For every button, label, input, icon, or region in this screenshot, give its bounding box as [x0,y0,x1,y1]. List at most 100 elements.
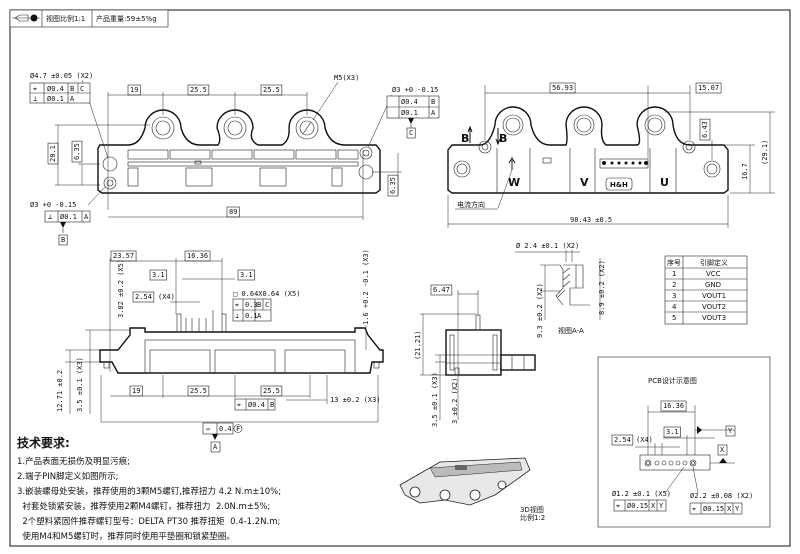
table-cell: 3 [672,292,676,300]
dim-6.47: 6.47 [433,286,450,294]
svg-text:0.4: 0.4 [219,425,232,433]
dim-20.1: 20.1 [49,145,57,162]
dimension-box [237,269,255,281]
table-cell: 4 [672,303,677,311]
svg-text:C: C [265,301,269,309]
svg-text:⌖: ⌖ [616,502,620,510]
dim-2.4: Ø 2.4 ±0.1 (X2) [516,242,579,250]
dimension-box [132,291,155,303]
dim-6.35-left: 6.35 [73,143,81,160]
dimension-box [58,234,68,246]
table-cell: VOUT1 [702,292,726,300]
side-view: 23.57 16.36 3.1 3.1 2.54 (X4) 3.82 ±0.2 … [56,249,384,453]
dimension-box [127,84,141,96]
phase-w-label: W [508,176,520,189]
svg-text:Ø0.1: Ø0.1 [401,109,418,117]
pcb-dim-16.36: 16.36 [663,402,684,410]
svg-text:B: B [270,401,274,409]
svg-text:Y: Y [659,502,664,510]
section-arrows: B B [461,125,507,146]
phase-u-label: U [660,176,669,189]
dimension-box [110,250,137,262]
pcb-dim-2.54: 2.54 [614,436,631,444]
dim-3: 3 ±0.2 (X2) [451,378,459,424]
section-a-a: Ø 2.4 ±0.1 (X2) 9.3 ±0.2 (X2) 8.9 ±0.2 (… [515,242,606,338]
dimension-box [260,84,283,96]
svg-text:F: F [236,425,240,433]
pcb-datum-x: X [720,446,725,454]
dimension-box [699,118,711,141]
hole-3-left-callout: Ø3 +0 -0.15 [30,201,76,209]
svg-text:⊥: ⊥ [48,213,52,221]
datum-c: C [409,129,413,137]
svg-text:Ø0.15: Ø0.15 [703,505,724,513]
scale-label: 视图比例1:1 [46,14,85,23]
svg-text:X: X [651,502,656,510]
dimension-box [184,250,211,262]
dim-12.71: 12.71 ±0.2 [56,370,64,412]
dim-25.5-b: 25.5 [263,86,280,94]
svg-text:C: C [80,85,84,93]
dim-3.82: 3.82 ±0.2 (X5) [117,259,125,318]
current-direction-arrow-icon [508,157,516,170]
svg-text:A: A [70,95,75,103]
pcb-dim-2.54-count: (X4) [636,436,653,444]
pcb-title: PCB设计示意图 [648,376,697,385]
table-header: 引脚定义 [700,258,728,267]
pcb-hole-1.2: Ø1.2 ±0.1 (X5) [612,490,671,498]
section-title: 视图A-A [558,326,584,335]
pin-size-callout: □ 0.64X0.64 (X5) [233,290,300,298]
table-cell: VCC [706,270,721,278]
dimension-box [71,140,83,163]
svg-text:Ø0.1: Ø0.1 [47,95,64,103]
top-right-view: H&H W V U 电流方向 B B 56.93 15.07 98.43 ±0.… [447,82,775,228]
pcb-datum-y: Y [728,427,733,435]
dim-25.5-a: 25.5 [190,387,207,395]
requirement-line: 2.端子PIN脚定义如图所示; [17,471,118,482]
table-cell: GND [705,281,721,289]
3d-view-title: 3D视图 [520,505,544,514]
pcb-hole-2.2: Ø2.2 ±0.08 (X2) [690,492,753,500]
svg-text:⌖: ⌖ [33,85,37,93]
dimension-box [611,434,634,446]
svg-text:A: A [257,312,262,320]
dim-56.93: 56.93 [552,84,573,92]
svg-text:0.3: 0.3 [245,301,258,309]
dim-13: 13 ±0.2 (X3) [330,396,381,404]
dim-1.6: 1.6 +0.2 -0.1 (X3) [362,249,370,325]
dimension-box [695,82,722,94]
dim-19: 19 [132,387,140,395]
sheet-frame [9,9,791,547]
svg-text:Ø0.4: Ø0.4 [248,401,265,409]
brand-logo: H&H [610,181,628,189]
requirement-line: 衬套处锁紧安装，推荐使用2颗M4螺钉，推荐扭力 2.0N.m±5%; [17,501,270,512]
svg-text:⌖: ⌖ [235,301,239,309]
dim-23.57: 23.57 [113,252,134,260]
weight-label: 产品重量:59±5%g [96,14,157,23]
dim-29.1: (29.1) [761,140,769,165]
dim-89: 89 [229,208,237,216]
dimension-box [406,127,416,139]
dimension-box [226,206,240,218]
dim-3.5: 3.5 ±0.1 (X3) [431,372,439,427]
svg-text:▱: ▱ [206,425,211,433]
dimension-box [660,400,687,412]
phase-v-label: V [580,176,589,189]
dimension-box [387,174,399,197]
dimension-box [717,444,728,456]
svg-text:A: A [431,109,436,117]
svg-text:Ø0.4: Ø0.4 [401,98,418,106]
dimension-box [663,426,681,438]
dimension-box [549,82,576,94]
svg-text:⊥: ⊥ [33,95,37,103]
table-cell: 5 [672,314,676,322]
pcb-layout: PCB设计示意图 16.36 3.1 2.54 (X4) Y X Ø1.2 ±0… [597,356,771,528]
